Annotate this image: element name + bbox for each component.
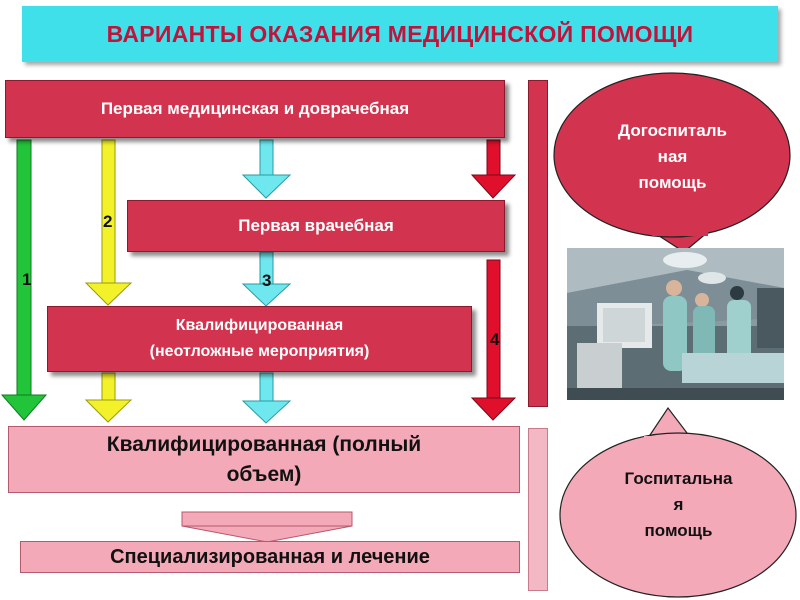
prehospital-line-3: помощь xyxy=(638,173,707,192)
hospital-line-1: Госпитальна xyxy=(624,469,733,488)
hospital-bubble-text: Госпитальна я помощь xyxy=(596,466,761,544)
box-qualified-full-line2: объем) xyxy=(226,462,302,486)
hospital-line-3: помощь xyxy=(644,521,713,540)
arrow-number-1: 1 xyxy=(22,270,32,289)
arrow-pink-down xyxy=(181,511,353,543)
arrow-red-upper xyxy=(470,139,517,199)
box-specialized: Специализированная и лечение xyxy=(20,541,520,573)
prehospital-bubble xyxy=(553,72,791,253)
hospital-bracket xyxy=(528,428,548,591)
prehospital-bracket xyxy=(528,80,548,407)
prehospital-line-2: ная xyxy=(657,147,688,166)
arrow-3-cyan-middle xyxy=(241,251,292,307)
arrow-cyan-lower xyxy=(241,372,292,424)
box-qualified-urgent: Квалифицированная (неотложные мероприяти… xyxy=(47,306,472,372)
box-qualified-full-line1: Квалифицированная (полный xyxy=(106,432,422,456)
prehospital-line-1: Догоспиталь xyxy=(618,121,727,140)
box-qualified-full: Квалифицированная (полный объем) xyxy=(8,426,520,493)
prehospital-bubble-text: Догоспиталь ная помощь xyxy=(590,118,755,196)
arrow-cyan-upper xyxy=(241,139,292,199)
box-first-aid: Первая медицинская и доврачебная xyxy=(5,80,505,138)
box-first-aid-label: Первая медицинская и доврачебная xyxy=(100,99,410,118)
box-qualified-urgent-line1: Квалифицированная xyxy=(175,317,344,334)
hospital-line-2: я xyxy=(673,495,684,514)
field-hospital-photo xyxy=(567,248,784,400)
arrow-4-red xyxy=(470,259,517,421)
arrow-number-3: 3 xyxy=(262,271,272,290)
arrow-2-yellow-upper xyxy=(84,139,133,306)
arrow-2-yellow-lower xyxy=(84,372,133,423)
hospital-bubble xyxy=(559,406,797,598)
arrow-1-green xyxy=(0,139,48,421)
arrow-number-4: 4 xyxy=(490,330,500,349)
box-qualified-urgent-line2: (неотложные мероприятия) xyxy=(149,343,370,360)
arrow-number-2: 2 xyxy=(103,212,113,231)
page-title: ВАРИАНТЫ ОКАЗАНИЯ МЕДИЦИНСКОЙ ПОМОЩИ xyxy=(22,6,778,62)
box-first-doctor: Первая врачебная xyxy=(127,200,505,252)
box-first-doctor-label: Первая врачебная xyxy=(238,216,394,235)
box-specialized-label: Специализированная и лечение xyxy=(110,545,430,568)
